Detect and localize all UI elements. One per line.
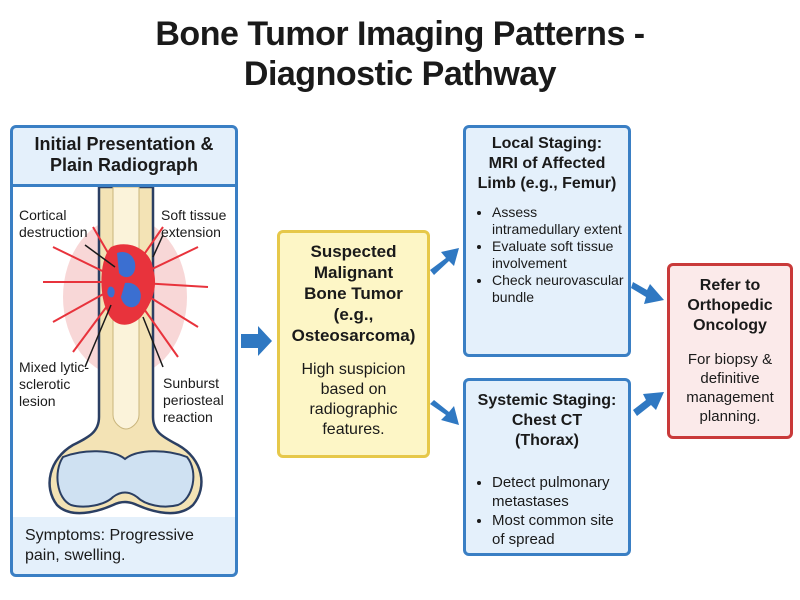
symptoms-text: Symptoms: Progressive pain, swelling.	[25, 526, 235, 566]
title-line-1: Bone Tumor Imaging Patterns -	[155, 15, 645, 53]
arrow-suspected-to-systemic	[430, 400, 459, 425]
refer-box: Refer to Orthopedic Oncology For biopsy …	[667, 263, 793, 439]
label-cortical-destruction: Cortical destruction	[19, 207, 88, 240]
arrow-local-to-refer	[631, 282, 664, 304]
leader-lines	[84, 234, 164, 368]
initial-heading: Initial Presentation & Plain Radiograph	[34, 134, 214, 175]
local-bullet: Check neurovascular bundle	[492, 272, 624, 306]
label-sunburst-reaction: Sunburst periosteal reaction	[163, 375, 224, 425]
label-soft-tissue-extension: Soft tissue extension	[161, 207, 227, 240]
systemic-staging-box: Systemic Staging: Chest CT (Thorax) Dete…	[463, 378, 631, 556]
title-line-2: Diagnostic Pathway	[243, 55, 557, 93]
systemic-heading: Systemic Staging: Chest CT (Thorax)	[477, 392, 617, 449]
systemic-bullet: Most common site of spread	[492, 511, 624, 549]
femur-condyles	[56, 450, 195, 508]
systemic-bullet: Detect pulmonary metastases	[492, 473, 624, 511]
local-bullet: Assess intramedullary extent	[492, 204, 624, 238]
suspected-tumor-box: Suspected Malignant Bone Tumor (e.g., Os…	[277, 230, 430, 458]
local-bullet-list: Assess intramedullary extent Evaluate so…	[466, 204, 628, 306]
femur-illustration: Cortical destruction Soft tissue extensi…	[13, 185, 235, 517]
lesion-sclerotic-1	[117, 251, 136, 278]
refer-body: For biopsy & definitive management plann…	[686, 351, 774, 425]
local-bullet: Evaluate soft tissue involvement	[492, 238, 624, 272]
local-heading: Local Staging: MRI of Affected Limb (e.g…	[477, 135, 617, 192]
lesion-sclerotic-2	[121, 282, 141, 308]
lesion-sclerotic-3	[107, 286, 115, 298]
local-staging-box: Local Staging: MRI of Affected Limb (e.g…	[463, 125, 631, 357]
systemic-bullet-list: Detect pulmonary metastases Most common …	[466, 473, 628, 549]
femur-svg	[43, 185, 209, 515]
page-title: Bone Tumor Imaging Patterns - Diagnostic…	[0, 14, 800, 94]
initial-divider	[13, 184, 235, 187]
arrow-systemic-to-refer	[633, 392, 664, 416]
refer-heading: Refer to Orthopedic Oncology	[687, 277, 773, 334]
initial-presentation-box: Initial Presentation & Plain Radiograph	[10, 125, 238, 577]
arrow-initial-to-suspected	[241, 326, 272, 356]
suspected-heading: Suspected Malignant Bone Tumor (e.g., Os…	[291, 242, 416, 345]
arrow-suspected-to-local	[430, 248, 459, 275]
label-mixed-lesion: Mixed lytic- sclerotic lesion	[19, 359, 90, 409]
suspected-body: High suspicion based on radiographic fea…	[301, 361, 406, 438]
